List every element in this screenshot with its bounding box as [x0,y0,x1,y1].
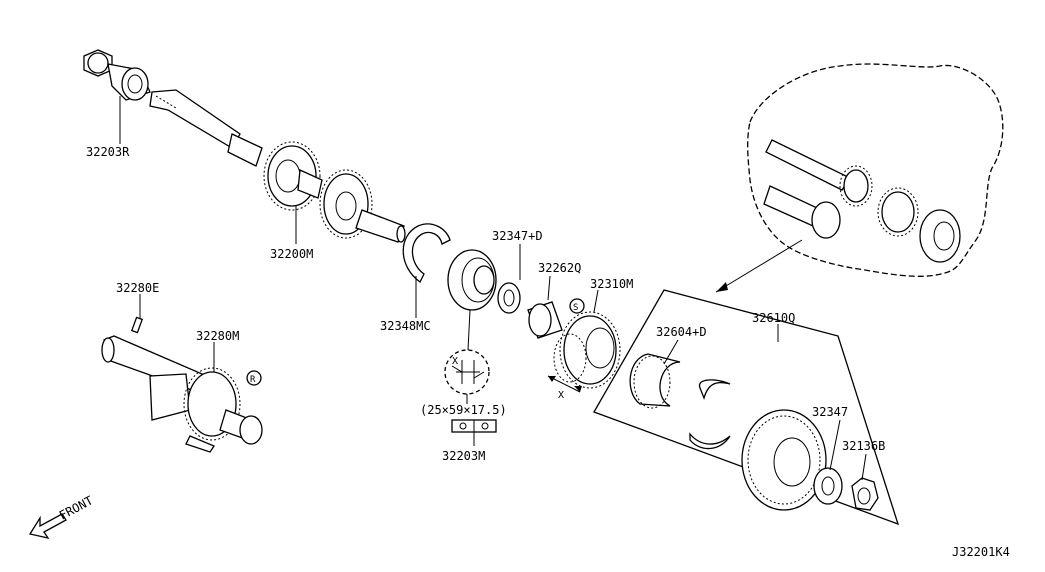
x-mark-detail: X [452,356,458,367]
thrust-washer [497,282,521,314]
front-arrow-icon [28,513,67,539]
bearing-detail-callout [444,309,497,446]
counter-shaft-assembly [101,316,263,453]
inset-transmission-view [715,63,1004,293]
pilot-needle-bearing [83,49,151,101]
label-32347d: 32347+D [492,229,543,243]
synchronizer-group [593,289,900,526]
label-32310m: 32310M [590,277,633,291]
callout-s-label: S [573,303,578,313]
label-32136b: 32136B [842,439,885,453]
label-32348mc: 32348MC [380,319,431,333]
label-32200m: 32200M [270,247,313,261]
label-32280e: 32280E [116,281,159,295]
gear-32200m-b [319,169,373,239]
ball-bearing [447,249,497,311]
x-mark-gear: X [558,390,564,401]
leader-lines [119,96,867,481]
label-32203m: 32203M [442,449,485,463]
label-32203r: 32203R [86,145,130,159]
label-32604d: 32604+D [656,325,707,339]
label-32262q: 32262Q [538,261,581,275]
callout-r-label: R [250,375,256,385]
callout-r-circle [246,370,262,386]
figure-id: J32201K4 [952,545,1010,559]
front-label: FRONT [57,493,95,522]
snap-ring [402,223,451,283]
pin [130,316,144,334]
bearing-dimensions: (25×59×17.5) [420,403,507,417]
label-32347: 32347 [812,405,848,419]
bushing [527,301,563,339]
label-32610q: 32610Q [752,311,795,325]
gear-32310m [553,311,621,389]
main-shaft-assembly [83,49,406,243]
callout-s-circle [569,298,585,314]
label-32280m: 32280M [196,329,239,343]
part-labels: 32203R 32200M 32280E 32280M 32348MC 3234… [57,145,1010,559]
